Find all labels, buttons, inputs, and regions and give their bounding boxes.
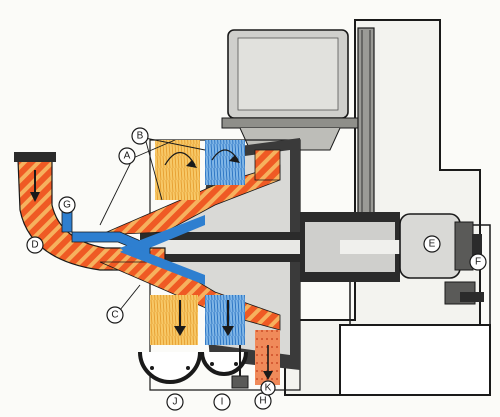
callout-G: G xyxy=(58,196,76,214)
label-B: B xyxy=(137,131,144,142)
callout-J: J xyxy=(166,393,184,411)
machine-frame xyxy=(284,19,491,396)
label-G: G xyxy=(63,200,71,211)
label-J: J xyxy=(173,397,178,408)
callout-I: I xyxy=(213,393,231,411)
label-E: E xyxy=(429,239,436,250)
callout-B: B xyxy=(131,127,206,201)
drain-valve xyxy=(231,345,249,389)
callout-H: H xyxy=(254,392,272,410)
discharge-flange-I xyxy=(200,351,248,376)
callout-C: C xyxy=(106,284,141,324)
label-I: I xyxy=(221,397,224,408)
callout-F: F xyxy=(469,253,487,271)
label-D: D xyxy=(31,240,38,251)
main-shaft xyxy=(140,212,400,282)
wash-line xyxy=(61,209,205,285)
gearbox xyxy=(399,213,482,279)
drive-motor xyxy=(221,29,363,151)
label-A: A xyxy=(124,151,131,162)
discharge-flange-J xyxy=(138,351,202,384)
upper-discharge-zone xyxy=(155,140,245,200)
callout-D: D xyxy=(26,236,44,254)
lower-discharge-zone xyxy=(150,295,280,385)
label-C: C xyxy=(111,310,118,321)
label-K: K xyxy=(265,383,272,394)
label-H: H xyxy=(259,396,266,407)
callout-K: K xyxy=(260,380,276,396)
label-F: F xyxy=(475,257,481,268)
callout-E: E xyxy=(423,235,441,253)
back-drive-assembly xyxy=(444,281,484,305)
